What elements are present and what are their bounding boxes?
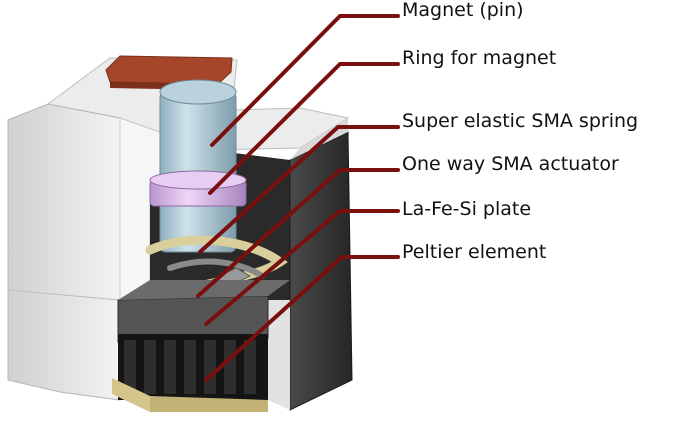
leader-lines — [196, 14, 400, 382]
leader-peltier-element — [204, 255, 400, 382]
leader-super-elastic-sma-spring — [198, 125, 400, 254]
housing-left-front — [7, 103, 121, 401]
leader-one-way-sma-actuator — [196, 168, 400, 298]
label-one-way-sma-actuator: One way SMA actuator — [402, 153, 619, 175]
top-plate — [105, 55, 233, 85]
leader-magnet-pin — [210, 14, 400, 147]
label-peltier-element: Peltier element — [402, 241, 546, 263]
peltier-base — [112, 378, 150, 412]
label-la-fe-si-plate: La-Fe-Si plate — [402, 198, 531, 220]
housing-right-wall — [289, 131, 353, 411]
magnet-top-face — [159, 79, 237, 105]
label-ring-for-magnet: Ring for magnet — [402, 47, 556, 69]
leader-la-fe-si-plate — [204, 209, 400, 326]
label-super-elastic-sma-spring: Super elastic SMA spring — [402, 110, 638, 132]
label-magnet-pin: Magnet (pin) — [402, 0, 524, 21]
leader-ring-for-magnet — [208, 62, 400, 195]
